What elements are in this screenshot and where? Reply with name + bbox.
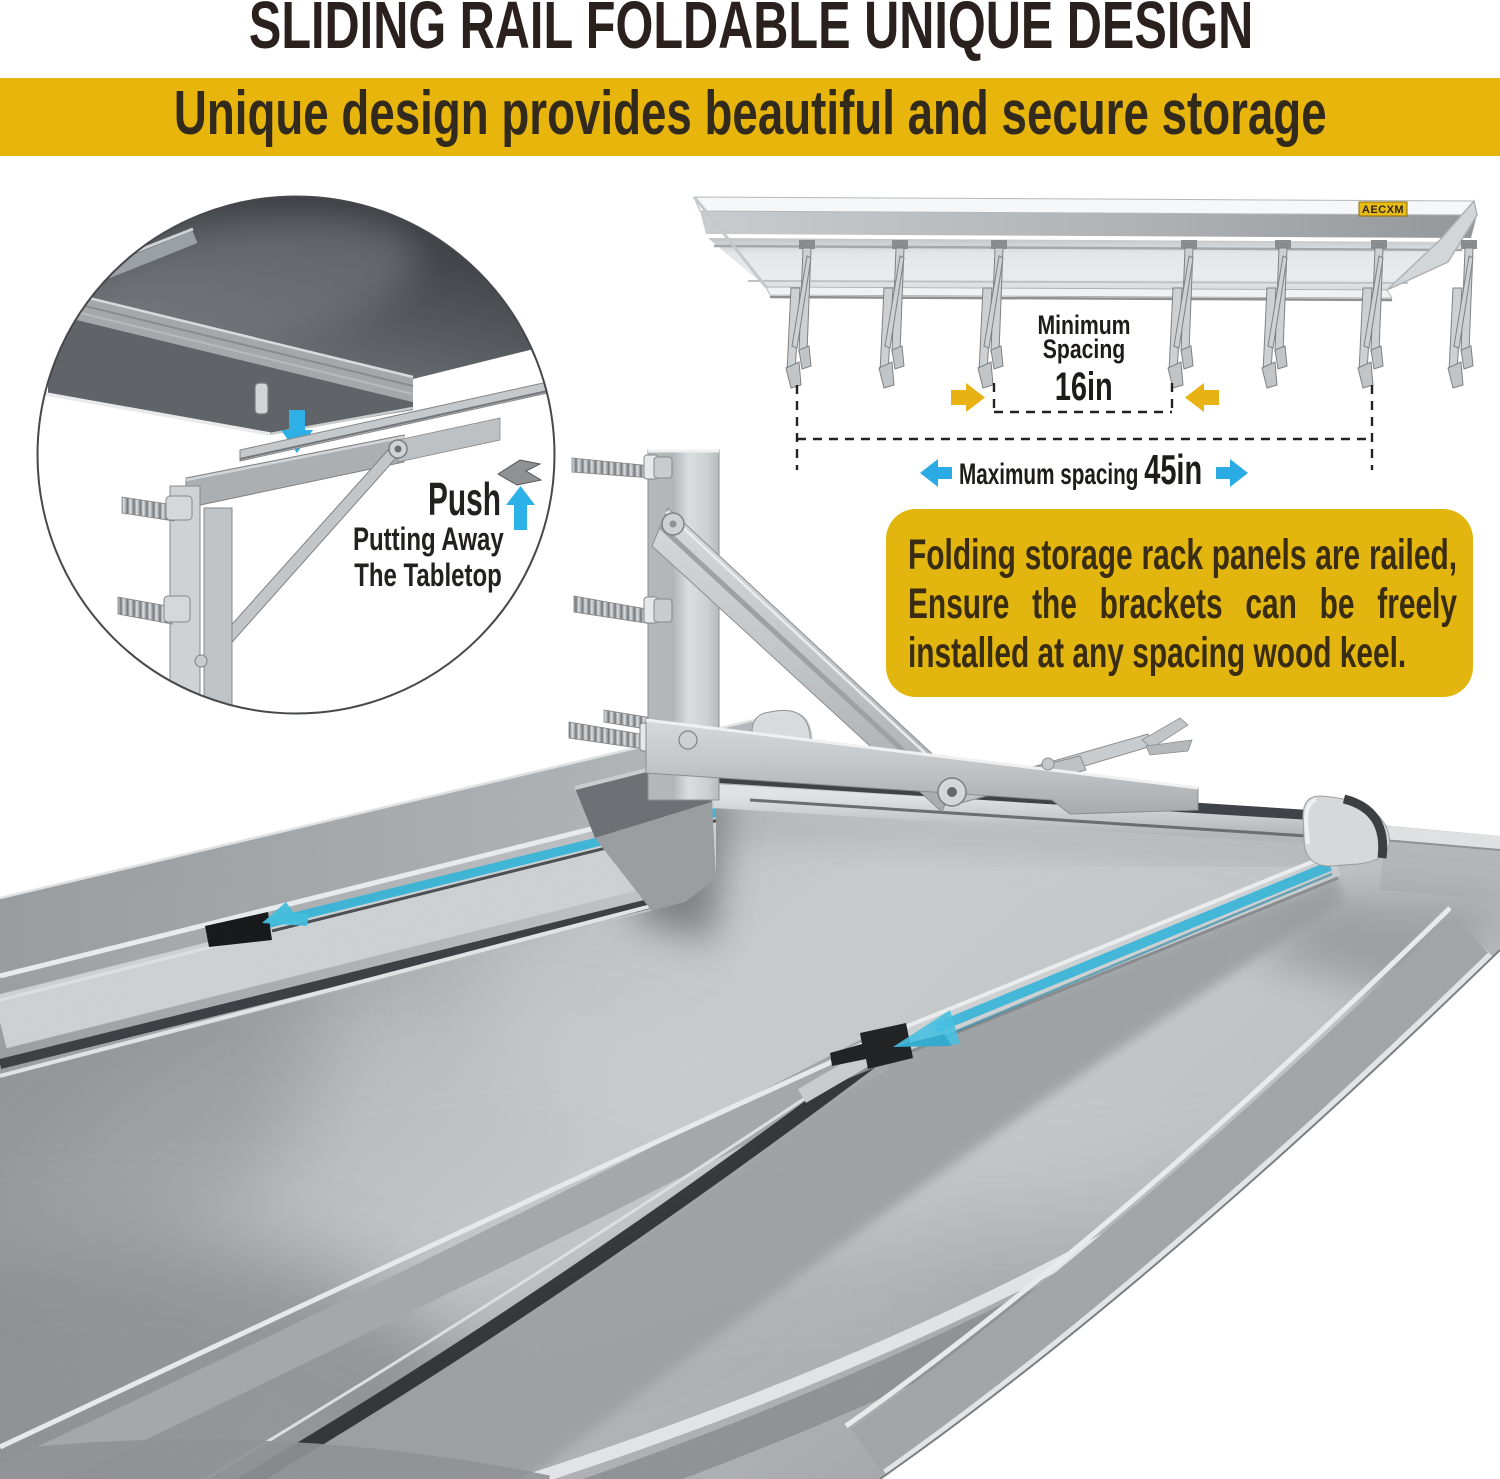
svg-text:AECXM: AECXM xyxy=(1362,204,1404,216)
